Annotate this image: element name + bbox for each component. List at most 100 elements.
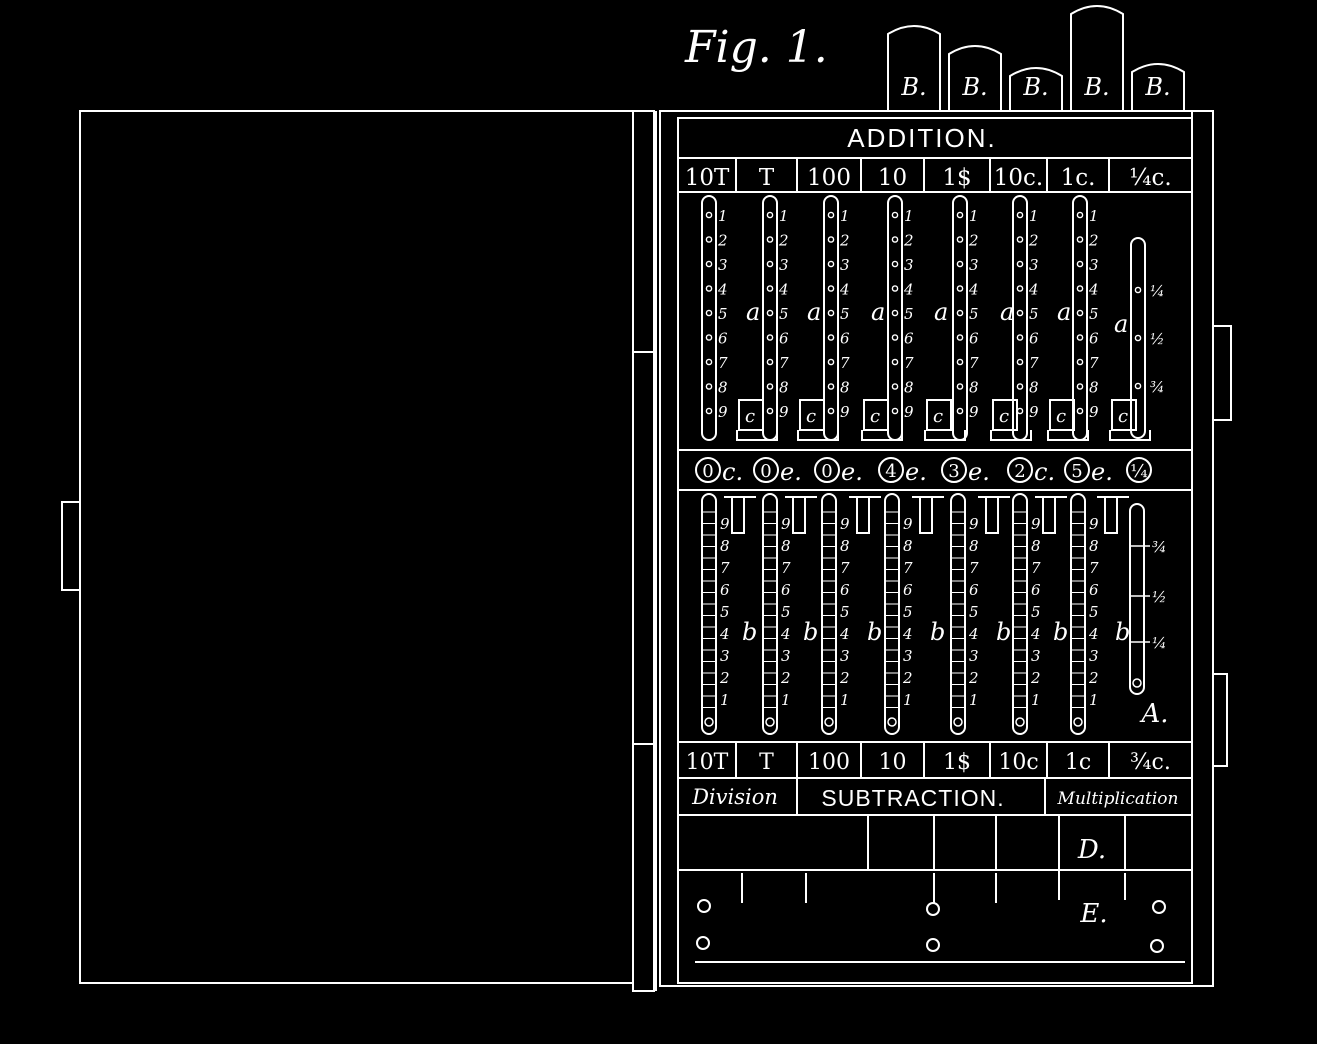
digit-label: 7 <box>781 559 791 577</box>
digit-label: 1 <box>779 207 789 225</box>
result-mark: e. <box>1091 458 1113 486</box>
slot-letter-b: b <box>742 618 757 646</box>
digit-label: 1 <box>1031 691 1041 709</box>
digit-label: 9 <box>904 403 914 421</box>
tab-b: B. <box>1009 67 1063 111</box>
division-label: Division <box>691 785 778 809</box>
tab-b: B. <box>1131 63 1185 111</box>
hook-letter-c: c <box>806 406 816 427</box>
side-latch-upper <box>1212 325 1232 421</box>
bottom-column-header: 10 <box>879 750 907 775</box>
digit-label: 3 <box>969 647 979 665</box>
digit-label: 5 <box>969 603 979 621</box>
digit-label: 8 <box>969 537 979 555</box>
bottom-column-header: T <box>759 750 774 775</box>
tab-b-label: B. <box>1083 73 1109 101</box>
drawer-knob <box>926 902 940 916</box>
digit-label: 1 <box>840 691 850 709</box>
digit-label: 1 <box>840 207 850 225</box>
fraction-label: ½ <box>1152 588 1167 606</box>
digit-label: 3 <box>840 647 850 665</box>
digit-label: 7 <box>969 559 979 577</box>
addition-header: ADDITION. <box>678 123 1192 193</box>
digit-label: 6 <box>840 581 850 599</box>
drawer-knob <box>696 936 710 950</box>
compartment-d <box>678 815 1192 900</box>
digit-label: 9 <box>840 403 850 421</box>
digit-label: 2 <box>1030 669 1041 687</box>
digit-label: 9 <box>1089 515 1099 533</box>
digit-label: 8 <box>781 537 791 555</box>
tab-b: B. <box>887 25 941 111</box>
slot-letter-a: a <box>807 298 821 326</box>
column-header: 10T <box>685 165 730 191</box>
side-latch-lower <box>1212 673 1228 767</box>
digit-label: 6 <box>969 330 979 348</box>
label-a: A. <box>1139 699 1168 729</box>
hook-letter-c: c <box>1056 406 1066 427</box>
slot-letter-a: a <box>1114 310 1128 338</box>
hook-letter-c: c <box>933 406 943 427</box>
digit-label: 2 <box>717 232 728 250</box>
digit-label: 6 <box>840 330 850 348</box>
digit-label: 1 <box>1029 207 1039 225</box>
bottom-column-header: 10c <box>998 750 1038 775</box>
digit-label: 1 <box>904 207 914 225</box>
label-e: E. <box>1079 899 1107 929</box>
digit-label: 2 <box>903 232 914 250</box>
digit-label: 2 <box>902 669 913 687</box>
digit-label: 9 <box>1089 403 1099 421</box>
digit-label: 8 <box>1029 379 1039 397</box>
result-digit: 0 <box>821 461 832 482</box>
hook-letter-c: c <box>1118 406 1128 427</box>
cover-clasp <box>61 501 81 591</box>
drawer-knob <box>926 938 940 952</box>
digit-label: 4 <box>717 281 728 299</box>
slot-letter-a: a <box>871 298 885 326</box>
digit-label: 5 <box>781 603 791 621</box>
result-digit: 0 <box>702 461 713 482</box>
bottom-column-header: 100 <box>808 750 850 775</box>
bottom-column-header: 1$ <box>943 750 971 775</box>
slot-letter-a: a <box>934 298 948 326</box>
digit-label: 6 <box>720 581 730 599</box>
drawer-knob <box>697 899 711 913</box>
hinge <box>632 110 657 992</box>
digit-label: 5 <box>720 603 730 621</box>
multiplication-label: Multiplication <box>1057 789 1179 809</box>
digit-label: 4 <box>1088 625 1099 643</box>
digit-label: 5 <box>718 305 728 323</box>
digit-label: 8 <box>903 537 913 555</box>
digit-label: 9 <box>1029 403 1039 421</box>
digit-label: 9 <box>903 515 913 533</box>
result-digit: 4 <box>885 461 896 482</box>
digit-label: 5 <box>1089 305 1099 323</box>
bottom-column-header: ¾c. <box>1130 750 1171 775</box>
tab-b-label: B. <box>1022 73 1048 101</box>
digit-label: 5 <box>1029 305 1039 323</box>
digit-label: 7 <box>840 354 850 372</box>
hook-letter-c: c <box>999 406 1009 427</box>
digit-label: 4 <box>839 281 850 299</box>
result-digit: 0 <box>760 461 771 482</box>
digit-label: 3 <box>1089 647 1099 665</box>
digit-label: 1 <box>781 691 791 709</box>
cover-panel <box>61 110 634 984</box>
drawer-knob <box>1150 939 1164 953</box>
digit-label: 4 <box>839 625 850 643</box>
digit-label: 2 <box>1028 232 1039 250</box>
slot-letter-a: a <box>1000 298 1014 326</box>
